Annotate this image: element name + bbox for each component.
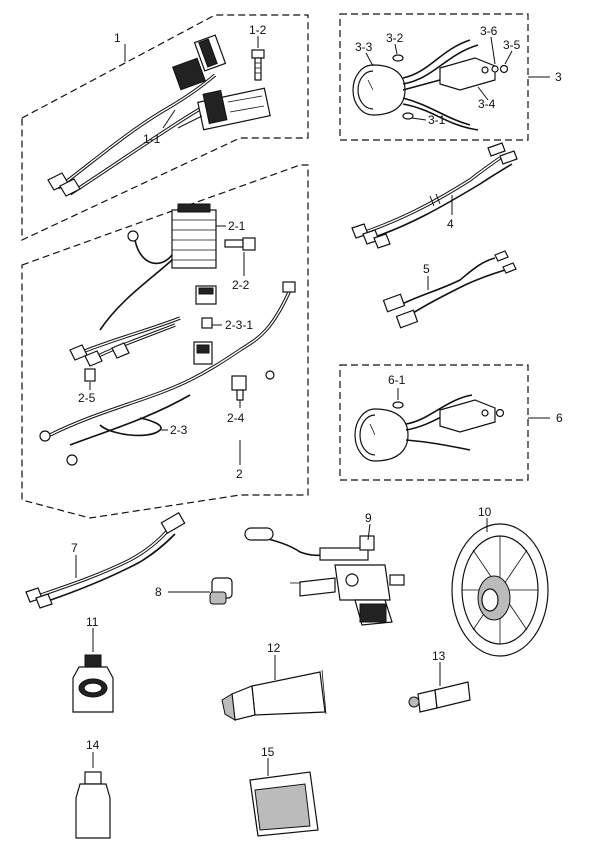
callout-3-1: 3-1 bbox=[428, 113, 446, 127]
part-2-5-fuse bbox=[84, 368, 96, 382]
callout-6: 6 bbox=[556, 411, 563, 425]
part-10-handle-disc bbox=[451, 523, 549, 657]
callout-2-1: 2-1 bbox=[228, 219, 246, 233]
callout-2-5: 2-5 bbox=[78, 391, 96, 405]
part-7-extension-wire bbox=[25, 511, 186, 609]
callout-2-3: 2-3 bbox=[170, 423, 188, 437]
callout-10: 10 bbox=[478, 505, 492, 519]
part-15-bag bbox=[249, 771, 319, 837]
part-11-bottle bbox=[72, 654, 114, 713]
callout-1: 1 bbox=[114, 31, 121, 45]
part-4-wire-extension bbox=[351, 142, 518, 249]
callout-6-1: 6-1 bbox=[388, 373, 406, 387]
part-14-small-bottle bbox=[75, 771, 111, 839]
part-3-gauge-wires bbox=[402, 39, 479, 131]
part-12-tube bbox=[221, 669, 327, 721]
part-2-3-1-relay bbox=[195, 285, 217, 329]
part-3-4-bracket bbox=[439, 57, 496, 91]
callout-2-3-1: 2-3-1 bbox=[225, 318, 253, 332]
part-1-2-bolt bbox=[251, 49, 265, 81]
callout-11: 11 bbox=[86, 615, 99, 629]
callout-3-2: 3-2 bbox=[386, 31, 404, 45]
part-3-6-washer bbox=[491, 65, 499, 73]
callout-4: 4 bbox=[447, 217, 454, 231]
group-3-dashed-frame bbox=[339, 13, 529, 141]
part-3-2-clip bbox=[392, 54, 404, 62]
part-3-1-clip bbox=[402, 112, 414, 120]
part-5-switch-harness bbox=[382, 250, 517, 329]
part-2-3-harness bbox=[39, 281, 296, 466]
part-2-1-rectifier bbox=[99, 203, 217, 331]
part-1-wire-harness bbox=[47, 34, 271, 197]
callout-12: 12 bbox=[267, 641, 281, 655]
part-8-adapter bbox=[209, 577, 233, 605]
callout-3-5: 3-5 bbox=[503, 38, 521, 52]
part-2-2-bolt bbox=[224, 237, 256, 251]
callout-5: 5 bbox=[423, 262, 430, 276]
callout-3-4: 3-4 bbox=[478, 97, 496, 111]
group-2-dashed-frame bbox=[21, 164, 309, 519]
part-3-5-nut bbox=[499, 64, 509, 74]
part-6-gauge bbox=[354, 394, 505, 462]
callout-8: 8 bbox=[155, 585, 162, 599]
callout-2-2: 2-2 bbox=[232, 278, 250, 292]
callout-15: 15 bbox=[261, 745, 275, 759]
part-9-remote-control bbox=[244, 527, 405, 626]
callout-3: 3 bbox=[555, 70, 562, 84]
group-1-dashed-frame bbox=[21, 14, 309, 241]
callout-3-3: 3-3 bbox=[355, 40, 373, 54]
callout-13: 13 bbox=[432, 649, 446, 663]
group-6-dashed-frame bbox=[339, 364, 529, 481]
callout-14: 14 bbox=[86, 738, 100, 752]
part-3-3-gauge bbox=[352, 64, 406, 116]
part-13-small-tube bbox=[408, 681, 471, 713]
callout-7: 7 bbox=[71, 541, 78, 555]
callout-3-6: 3-6 bbox=[480, 24, 498, 38]
callout-1-2: 1-2 bbox=[249, 23, 267, 37]
callout-9: 9 bbox=[365, 511, 372, 525]
callout-2: 2 bbox=[236, 467, 243, 481]
callout-2-4: 2-4 bbox=[227, 411, 245, 425]
part-2-4-bolt bbox=[231, 375, 247, 401]
callout-1-1: 1-1 bbox=[143, 132, 161, 146]
